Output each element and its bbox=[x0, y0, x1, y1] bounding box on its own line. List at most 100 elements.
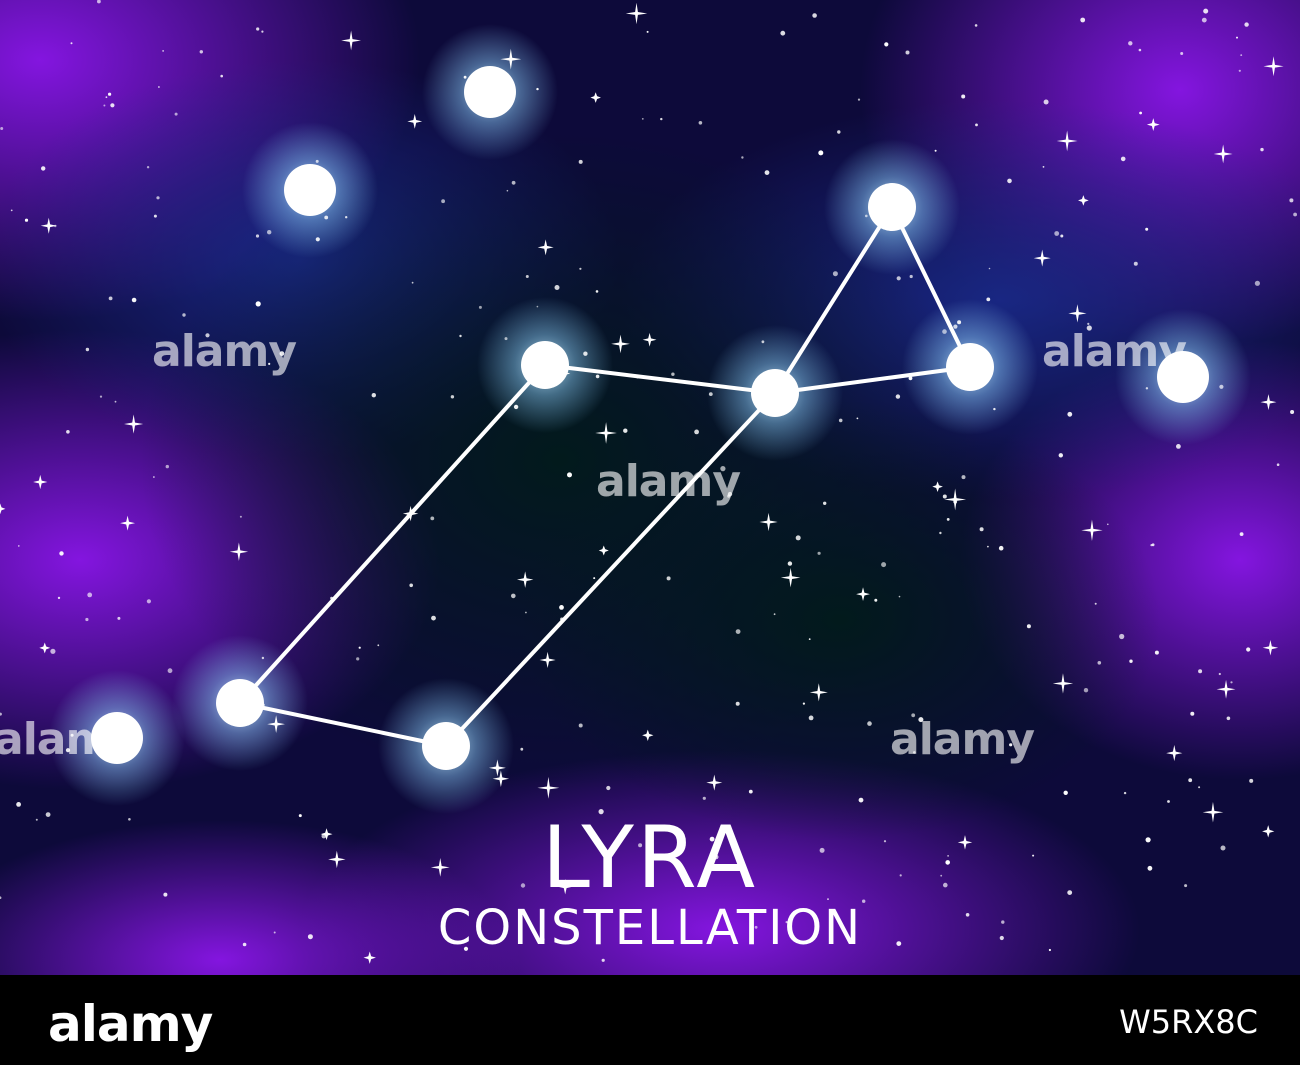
sparkle-star bbox=[642, 332, 657, 347]
small-star bbox=[838, 418, 843, 423]
sparkle-star bbox=[537, 776, 560, 799]
small-star bbox=[641, 118, 644, 120]
small-star bbox=[1042, 166, 1045, 168]
small-star bbox=[110, 103, 115, 108]
small-star bbox=[727, 491, 733, 497]
watermark: alamy bbox=[0, 714, 139, 765]
small-star bbox=[595, 290, 599, 293]
small-star bbox=[560, 617, 564, 621]
watermark: alamy bbox=[1042, 326, 1187, 377]
starry-sky-scene: alamy alamy alamy alamy alamy LYRA CONST… bbox=[0, 0, 1300, 975]
small-star bbox=[773, 613, 776, 616]
small-star bbox=[1001, 920, 1005, 924]
small-star bbox=[261, 656, 265, 660]
sparkle-star bbox=[328, 850, 346, 869]
small-star bbox=[979, 527, 984, 532]
small-star bbox=[1087, 322, 1090, 325]
small-star bbox=[986, 297, 991, 302]
sparkle-star bbox=[1262, 825, 1275, 838]
sparkle-star bbox=[856, 587, 870, 602]
small-star bbox=[97, 0, 101, 4]
small-star bbox=[114, 400, 117, 403]
small-star bbox=[330, 596, 333, 600]
small-star bbox=[1107, 523, 1109, 526]
sparkle-star bbox=[488, 759, 506, 777]
small-star bbox=[536, 87, 539, 91]
sparkle-star bbox=[500, 48, 522, 70]
small-star bbox=[1198, 669, 1203, 674]
sparkle-star bbox=[1216, 679, 1236, 699]
sparkle-star bbox=[363, 951, 376, 964]
small-star bbox=[146, 166, 150, 169]
sparkle-star bbox=[39, 642, 51, 654]
small-star bbox=[182, 313, 186, 317]
small-star bbox=[356, 657, 360, 661]
small-star bbox=[1190, 711, 1195, 716]
small-star bbox=[85, 617, 89, 622]
sparkle-star bbox=[539, 651, 556, 669]
sparkle-star bbox=[537, 239, 554, 256]
sparkle-star bbox=[957, 835, 973, 850]
watermark: alamy bbox=[596, 456, 741, 507]
small-star bbox=[1083, 688, 1089, 693]
sparkle-star bbox=[944, 488, 967, 511]
small-star bbox=[646, 30, 649, 33]
small-star bbox=[16, 802, 21, 807]
small-star bbox=[315, 237, 320, 242]
small-star bbox=[1290, 410, 1295, 414]
small-star bbox=[1080, 17, 1086, 23]
small-star bbox=[167, 668, 173, 674]
small-star bbox=[65, 748, 71, 753]
small-star bbox=[832, 271, 838, 277]
small-star bbox=[975, 123, 978, 127]
small-star bbox=[911, 713, 916, 718]
image-id: W5RX8C bbox=[1119, 1003, 1258, 1041]
small-star bbox=[942, 329, 947, 334]
small-star bbox=[117, 616, 121, 620]
sparkle-star bbox=[1262, 640, 1279, 656]
small-star bbox=[795, 535, 801, 541]
watermark: alamy bbox=[890, 714, 1035, 765]
small-star bbox=[0, 896, 2, 899]
constellation-line bbox=[238, 701, 448, 748]
small-star bbox=[862, 899, 866, 903]
small-star bbox=[578, 723, 583, 728]
small-star bbox=[45, 812, 51, 817]
small-star bbox=[220, 74, 223, 78]
small-star bbox=[961, 475, 966, 480]
small-star bbox=[965, 913, 970, 917]
small-star bbox=[1145, 227, 1149, 231]
small-star bbox=[358, 646, 361, 649]
small-star bbox=[554, 285, 560, 290]
small-star bbox=[1260, 147, 1264, 152]
small-star bbox=[1198, 786, 1201, 789]
small-star bbox=[578, 159, 583, 164]
small-star bbox=[156, 196, 160, 200]
small-star bbox=[1244, 22, 1249, 27]
small-star bbox=[261, 30, 264, 33]
small-star bbox=[595, 374, 600, 379]
small-star bbox=[945, 860, 950, 865]
sparkle-star bbox=[642, 729, 654, 741]
small-star bbox=[660, 117, 663, 121]
small-star bbox=[974, 24, 978, 27]
sparkle-star bbox=[229, 542, 249, 561]
small-star bbox=[256, 27, 260, 31]
small-star bbox=[812, 13, 817, 18]
small-star bbox=[450, 395, 455, 399]
small-star bbox=[1145, 387, 1149, 390]
small-star bbox=[1007, 178, 1012, 184]
small-star bbox=[883, 840, 887, 843]
sparkle-star bbox=[40, 217, 57, 234]
small-star bbox=[174, 112, 178, 116]
sparkle-star bbox=[1081, 519, 1103, 541]
small-star bbox=[1230, 681, 1233, 684]
small-star bbox=[307, 934, 313, 940]
small-star bbox=[267, 230, 272, 235]
small-star bbox=[1289, 198, 1294, 203]
sparkle-star bbox=[33, 474, 48, 490]
small-star bbox=[713, 854, 719, 860]
small-star bbox=[1188, 778, 1193, 783]
small-star bbox=[666, 576, 671, 581]
small-star bbox=[754, 925, 758, 929]
